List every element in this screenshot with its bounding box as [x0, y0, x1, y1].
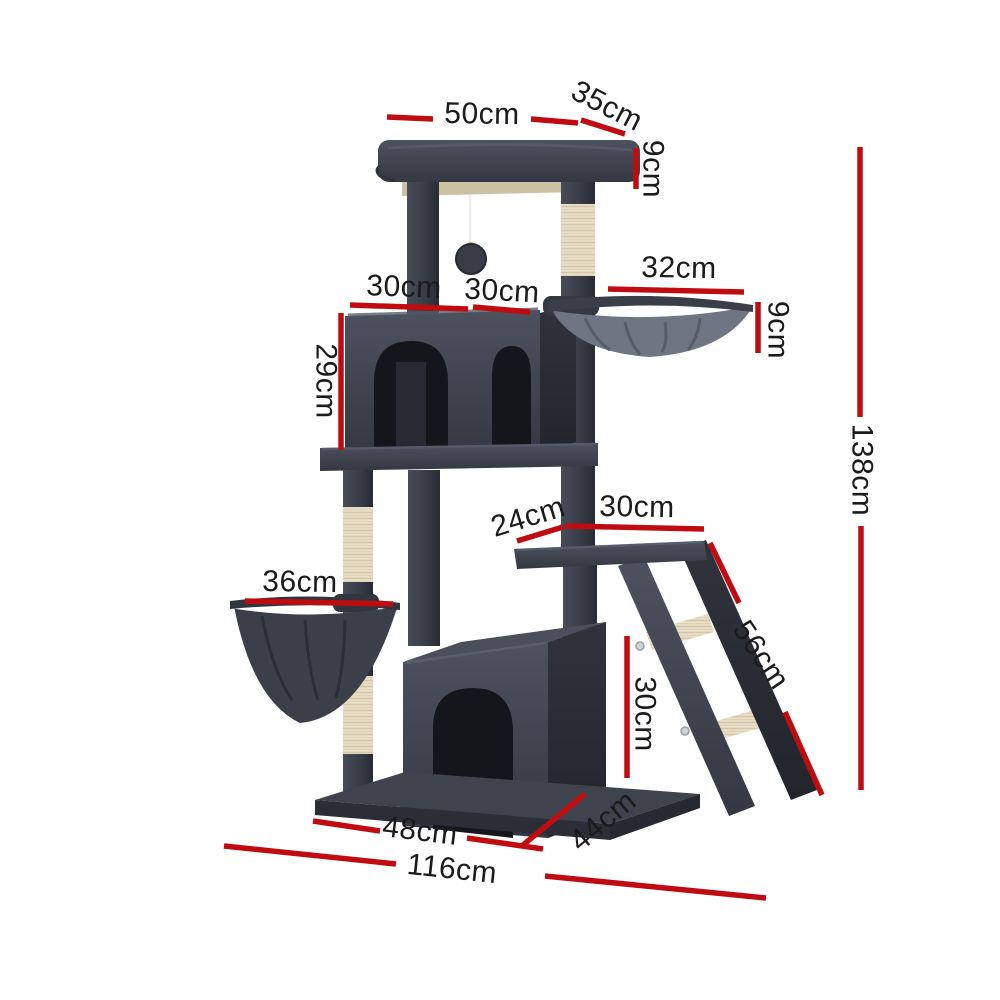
dim-line-top-width-left	[386, 114, 434, 122]
ladder-rail-left	[618, 556, 755, 816]
upper-condo-side-face	[540, 303, 576, 456]
dim-label-step-width: 30cm	[599, 490, 675, 524]
dim-label-lower-condo-height: 30cm	[629, 676, 662, 751]
dim-label-top-thickness: 9cm	[637, 140, 670, 198]
step-platform-edge	[515, 540, 703, 552]
ladder-screw-upper	[635, 641, 645, 651]
dim-line-step-depth	[516, 524, 564, 544]
left-basket	[230, 594, 400, 723]
upper-right-post-sisal-wrap	[561, 204, 595, 276]
ladder-rail-right	[680, 540, 817, 800]
center-post	[408, 470, 440, 646]
ladder-screw-lower	[680, 726, 690, 736]
upper-condo-inner-post	[396, 362, 426, 453]
dim-line-floor-width-left	[223, 843, 397, 867]
dim-label-condo-side-width: 30cm	[464, 273, 541, 310]
dim-label-right-basket-width: 32cm	[641, 251, 717, 285]
dim-line-lower-condo-depth	[521, 791, 587, 848]
dim-label-right-basket-depth: 9cm	[762, 301, 795, 359]
dim-line-floor-width-right	[544, 873, 767, 901]
lower-condo-top-face	[403, 622, 606, 662]
dim-line-left-basket-width	[244, 598, 394, 607]
dim-label-condo-front-width: 30cm	[366, 269, 442, 305]
upper-condo-doorway-right	[492, 346, 531, 451]
dim-label-top-width: 50cm	[444, 97, 520, 131]
lower-condo-roof-edge	[404, 641, 547, 665]
dim-line-top-width-right	[530, 116, 579, 126]
base-board	[315, 772, 700, 840]
dim-label-left-basket-width: 36cm	[262, 565, 338, 599]
top-platform-highlight	[387, 142, 633, 152]
top-platform-lip	[375, 164, 395, 182]
upper-condo	[345, 303, 576, 456]
dim-label-floor-width: 116cm	[405, 848, 498, 890]
dim-line-condo-side-width	[472, 304, 531, 315]
right-basket-pleats	[583, 317, 702, 356]
dim-line-lower-condo-width-left	[312, 818, 381, 834]
dim-label-overall-height: 138cm	[846, 424, 879, 517]
dim-line-condo-front-width	[349, 302, 469, 312]
middle-platform	[320, 443, 598, 471]
dim-line-lower-condo-width-right	[466, 835, 544, 852]
right-basket-rim	[548, 295, 753, 312]
dim-line-ladder-top	[707, 541, 742, 605]
base-board-right	[610, 794, 700, 840]
dim-line-step-width	[564, 523, 705, 532]
dim-line-ladder-bottom	[782, 710, 825, 797]
cat-tree-illustration	[230, 140, 817, 840]
dim-line-right-basket-width	[607, 286, 745, 295]
left-basket-pleats	[260, 615, 347, 701]
right-basket-body	[548, 306, 753, 357]
base-board-front	[315, 800, 610, 840]
middle-platform-edge	[321, 442, 597, 451]
top-platform	[375, 140, 640, 196]
left-basket-body	[230, 606, 400, 723]
top-platform-board	[378, 140, 640, 182]
right-basket	[543, 295, 753, 357]
dim-line-top-depth	[580, 117, 626, 137]
upper-left-post	[407, 182, 439, 316]
dim-label-condo-height: 29cm	[310, 343, 343, 418]
left-post-sisal-upper	[343, 507, 373, 582]
toy-pom-pom	[455, 243, 487, 275]
base-board-top	[315, 772, 700, 824]
